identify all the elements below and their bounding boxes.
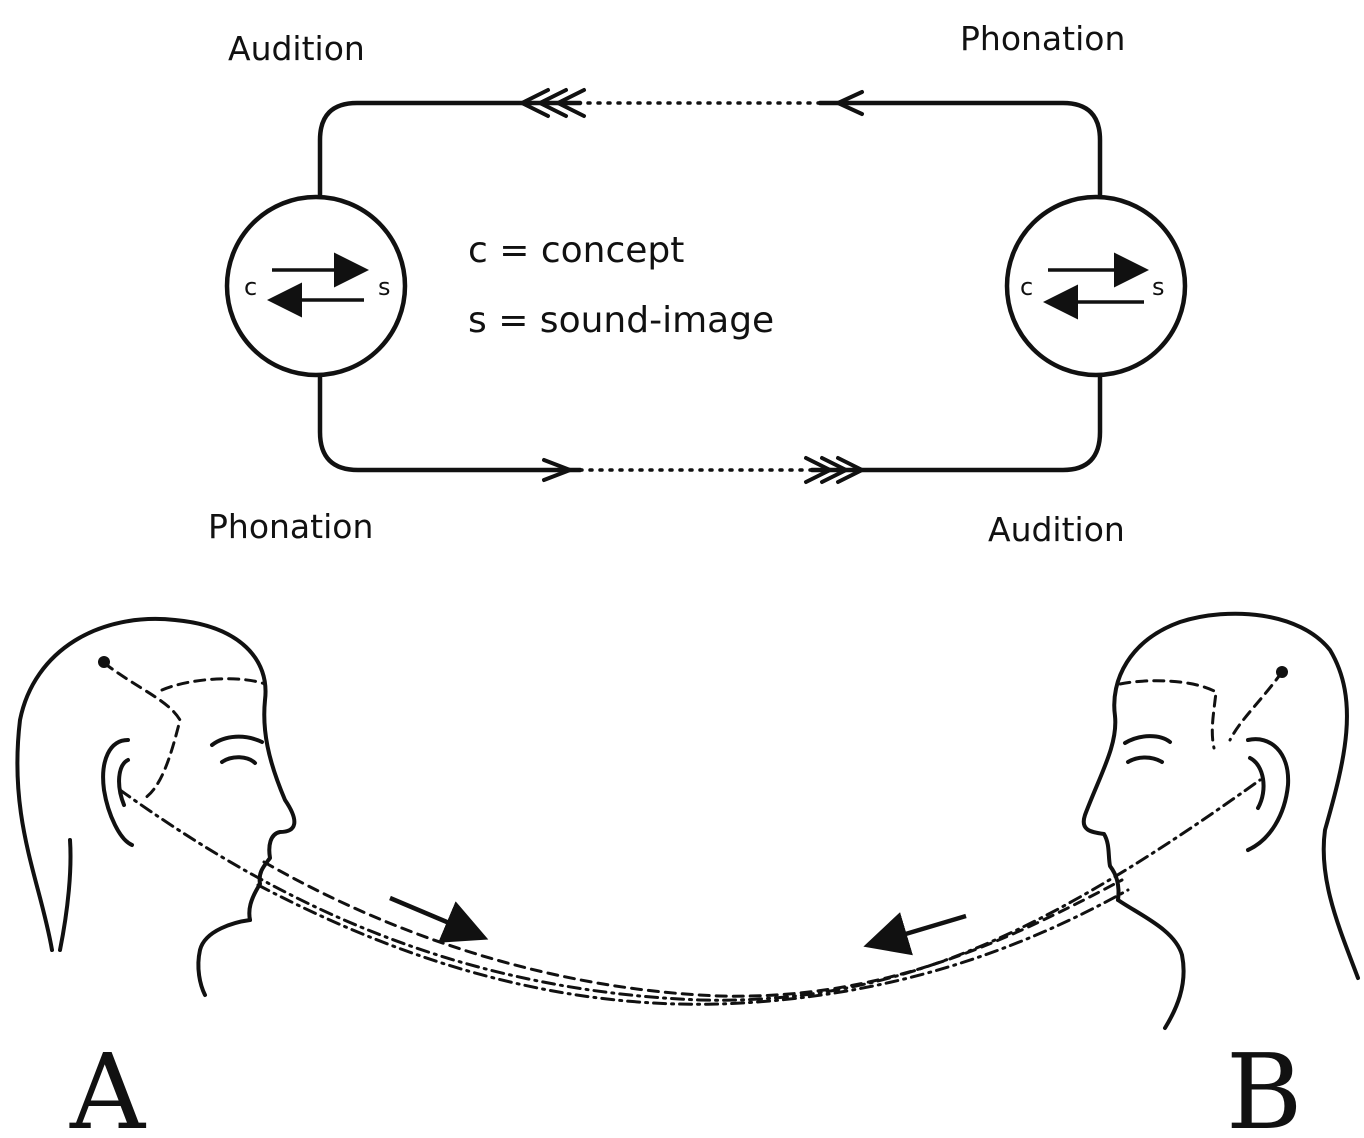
- direction-arrows: [389, 895, 967, 956]
- transmission-path-upper: [118, 778, 1262, 1002]
- transmission-path-middle: [262, 860, 1124, 998]
- top-line-left-segment: [317, 100, 583, 200]
- legend-concept: c = concept: [468, 230, 684, 271]
- speaker-a-head-illustration: [15, 617, 297, 997]
- speaker-b-ear-inner: [1248, 756, 1266, 810]
- bottom-line-left-segment: [317, 372, 583, 473]
- speaker-a-eye: [220, 755, 257, 765]
- speaker-b-eyebrow: [1123, 734, 1172, 745]
- legend-sound-image: s = sound-image: [468, 300, 774, 341]
- label-phonation-bottom-left: Phonation: [208, 507, 373, 546]
- right-brain-node: c s: [1004, 194, 1188, 378]
- left-brain-node: c s: [224, 194, 408, 378]
- right-node-circle: [1004, 194, 1188, 378]
- speaker-b-eye: [1126, 755, 1164, 764]
- speaker-a-ear-inner: [117, 758, 130, 807]
- speaker-a-head-outline: [15, 617, 297, 952]
- label-phonation-top-right: Phonation: [960, 19, 1125, 58]
- left-node-circle: [224, 194, 408, 378]
- speaker-label-a: A: [69, 1031, 147, 1138]
- label-audition-bottom-right: Audition: [988, 510, 1125, 549]
- speaker-b-head-illustration: [1081, 611, 1360, 1030]
- transmission-path-lower: [256, 883, 1130, 1006]
- bottom-line-right-segment: [809, 372, 1103, 473]
- speaker-a-ear: [101, 738, 134, 847]
- speaker-b-brain-to-ear-path: [1228, 670, 1284, 742]
- speaker-a-brain-to-ear-path: [102, 661, 182, 802]
- speaker-label-b: B: [1226, 1031, 1302, 1138]
- speaker-b-head-outline: [1081, 611, 1360, 980]
- speaker-b-neck: [1116, 898, 1186, 1030]
- top-line-arrows: [517, 88, 864, 118]
- bottom-line-arrows: [542, 456, 867, 484]
- speaker-b-ear: [1246, 737, 1291, 852]
- arrow-a-to-b: [389, 895, 489, 943]
- speaker-a-eyebrow: [210, 734, 264, 747]
- speaker-a-back-neck: [58, 838, 73, 952]
- circuit-diagram: c s c s c = concept s = sound-image Audi…: [208, 19, 1188, 549]
- speaker-a-brain-outline: [160, 677, 267, 692]
- speaker-a-brain-point: [98, 656, 110, 668]
- label-audition-top-left: Audition: [228, 29, 365, 68]
- top-line-right-segment: [817, 100, 1103, 198]
- arrow-b-to-a: [863, 912, 967, 956]
- left-node-concept-letter: c: [244, 273, 257, 301]
- right-node-concept-letter: c: [1020, 273, 1033, 301]
- left-node-sound-letter: s: [378, 273, 391, 301]
- speaker-b-brain-point: [1276, 666, 1288, 678]
- sound-transmission-paths: [118, 778, 1262, 1006]
- right-node-sound-letter: s: [1152, 273, 1165, 301]
- speaker-a-neck: [196, 918, 252, 997]
- speaker-b-brain-outline: [1118, 679, 1218, 750]
